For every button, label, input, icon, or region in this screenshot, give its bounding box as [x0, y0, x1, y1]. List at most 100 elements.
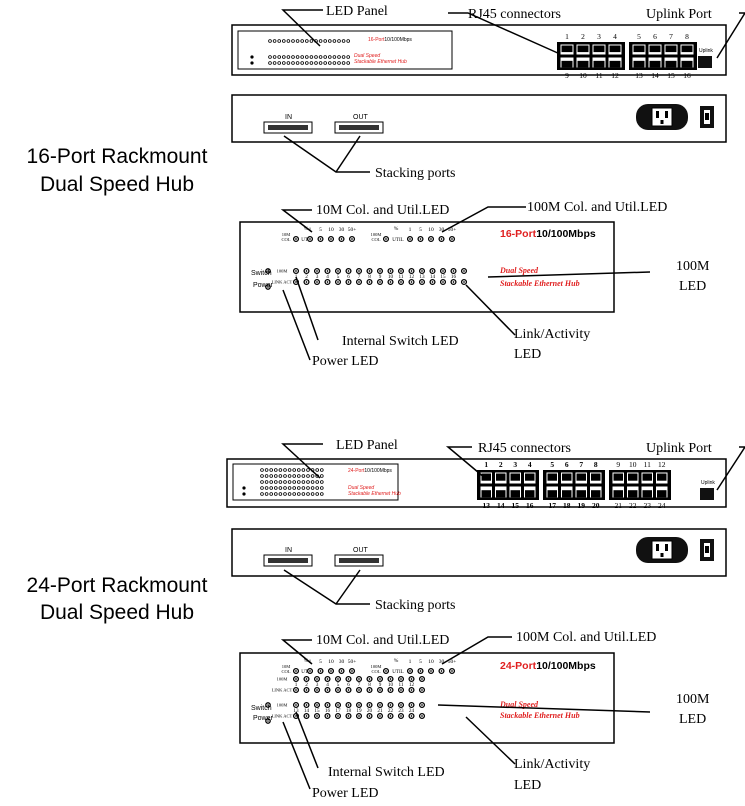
hub16-mini-tag2: Stackable Ethernet Hub [354, 59, 407, 65]
port-led-core [421, 281, 423, 283]
hub16-mini-tag1: Dual Speed [354, 53, 380, 59]
port-led-core [347, 678, 350, 680]
mini-led [332, 39, 337, 43]
mini-led [286, 61, 291, 65]
port-led-core [410, 270, 413, 272]
hub24-stack-port-out-pins [339, 558, 379, 563]
mini-led [273, 474, 278, 478]
mini-led [309, 39, 314, 43]
mini-led [281, 39, 286, 43]
led-number: 15 [440, 274, 446, 280]
hub16-uplink-label: Uplink [699, 48, 713, 54]
led-row-label: LINK ACT [272, 714, 293, 719]
hub24-title-line2: Dual Speed Hub [40, 601, 194, 624]
port-number-bottom: 16 [526, 501, 534, 510]
col-100m-label-2: COL [372, 669, 381, 674]
port-led-core [379, 678, 381, 680]
rj45-socket [591, 473, 601, 481]
port-led-core [316, 270, 318, 272]
col-100m-label: 100M [371, 232, 382, 237]
port-led-core [431, 270, 434, 272]
port-led-core [452, 270, 455, 272]
rj45-socket [681, 45, 693, 53]
hub16-power-switch-icon[interactable] [700, 106, 714, 128]
util-label-10m: UTIL [301, 670, 312, 675]
callout-lines [280, 9, 745, 790]
mini-led [301, 492, 306, 496]
led-number: 14 [430, 274, 436, 280]
col-10m-label: 10M [282, 664, 291, 669]
callout-led-panel-16: LED Panel [326, 4, 388, 19]
port-led-core [326, 281, 329, 283]
rj45-socket [665, 45, 677, 53]
col-10m-label: 10M [282, 232, 291, 237]
mini-led [264, 486, 269, 490]
mini-led [310, 492, 315, 496]
mini-led [323, 55, 328, 59]
mini-led [319, 474, 324, 478]
hub24-uplink-port[interactable] [700, 488, 714, 500]
mini-power-led [250, 61, 254, 65]
mini-led [306, 486, 310, 490]
rj45-socket [649, 60, 661, 68]
mini-led [268, 55, 272, 59]
hub16-zoom-tag1: Dual Speed [499, 266, 539, 275]
mini-led [287, 492, 292, 496]
led-number: 23 [398, 708, 404, 714]
hub16-zoom-brand: 16-Port10/100Mbps [500, 228, 596, 240]
callout-100m-24-b: LED [679, 712, 706, 727]
led-number: 5 [337, 682, 340, 688]
led-number: 13 [419, 274, 425, 280]
mini-led [268, 39, 272, 43]
hub24-title-line1: 24-Port Rackmount [27, 574, 208, 597]
port-led-core [295, 270, 297, 272]
hub24-stack-port-in-pins [268, 558, 308, 563]
mini-led [287, 474, 292, 478]
rj45-socket [593, 45, 605, 53]
port-led-core [368, 281, 371, 283]
mini-led [327, 55, 332, 59]
port-number-top: 12 [658, 460, 666, 469]
mini-power-led [242, 492, 246, 496]
col-100m-label-2: COL [372, 237, 381, 242]
util-pct-100m: % [394, 658, 399, 664]
mini-led [260, 492, 264, 496]
port-number-bottom: 13 [635, 71, 643, 80]
port-led-core [316, 281, 318, 283]
col-100m-label: 100M [371, 664, 382, 669]
hub24-power-switch-icon[interactable] [700, 539, 714, 561]
mini-led [346, 61, 351, 65]
rj45-socket [628, 490, 638, 498]
led-number: 6 [347, 274, 350, 280]
util-led-100m-core [451, 238, 453, 240]
util-scale-100m: 50+ [448, 659, 457, 665]
mini-led [310, 486, 315, 490]
rj45-socket [657, 490, 667, 498]
port-led-core [389, 704, 392, 706]
port-number-top: 6 [565, 460, 569, 469]
hub24-in-label: IN [285, 547, 292, 554]
mini-led [318, 61, 323, 65]
mini-led [291, 39, 295, 43]
rj45-socket [510, 473, 520, 481]
port-led-core [347, 689, 350, 691]
mini-led [327, 39, 332, 43]
rj45-socket [496, 490, 506, 498]
hub16-uplink-port[interactable] [698, 56, 712, 68]
mini-led [300, 39, 305, 43]
mini-led [273, 468, 278, 472]
port-led-core [410, 704, 413, 706]
callout-link-16-b: LED [514, 347, 541, 362]
port-led-core [305, 715, 308, 717]
mini-led [287, 480, 292, 484]
mini-led [315, 468, 320, 472]
port-led-core [463, 281, 465, 283]
util-led-100m-core [419, 670, 422, 672]
port-number-top: 1 [484, 460, 488, 469]
port-number-bottom: 24 [658, 501, 666, 510]
hub16-stack-port-out-pins [339, 125, 379, 130]
port-led-core [410, 281, 413, 283]
port-led-core [316, 689, 318, 691]
port-led-core [400, 715, 402, 717]
hub16-switch-label: Switch [251, 270, 272, 277]
